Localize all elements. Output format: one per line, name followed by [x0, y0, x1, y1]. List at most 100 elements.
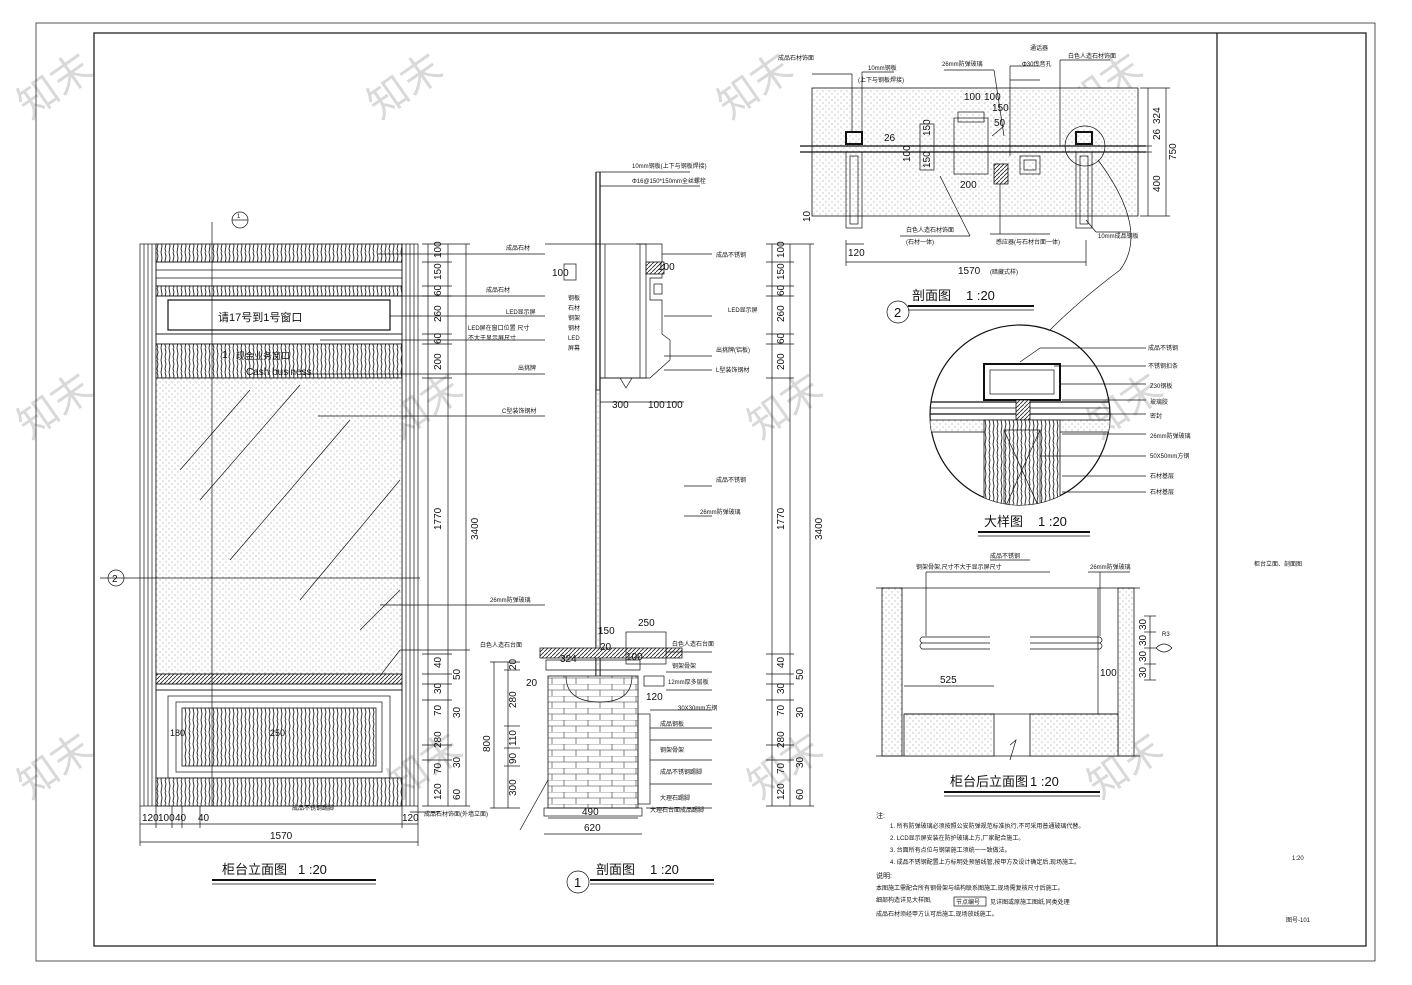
section-2-circle — [886, 300, 910, 324]
label-stone: 成品石材 — [486, 286, 510, 294]
section-marker-2 — [107, 569, 125, 587]
sec1-dim-20: 20 — [600, 642, 612, 653]
bulletproof-glass — [155, 377, 403, 675]
sec2-label-stone: 成品石材饰面 — [778, 54, 814, 62]
sec2-dim-100c: 100 — [902, 145, 913, 162]
sec2-dim-324: 324 — [1152, 107, 1163, 124]
sec1-left-dim-110: 110 — [508, 730, 519, 746]
note-3: 3. 台面所有点位与钢架施工须统一一致做法。 — [890, 846, 1011, 854]
sec1-label-frame2: 钢架骨架 — [660, 746, 684, 754]
sec1-dim-r-280: 280 — [776, 731, 787, 748]
sec1-dim-r-70: 70 — [776, 704, 787, 716]
front-dim2-30: 30 — [452, 706, 463, 718]
sec2-dim-400: 400 — [1152, 175, 1163, 192]
label-c-steel: C型装饰钢材 — [502, 407, 536, 415]
front-inner-dim-180: 180 — [170, 728, 185, 738]
front-bottom-dim-40b: 40 — [198, 813, 210, 824]
section-1-title: 剖面图 — [596, 862, 635, 877]
front-dim2-30b: 30 — [452, 756, 463, 768]
sec1-left-total-800: 800 — [482, 735, 493, 752]
sec1-upper-dim-100d: 100 — [658, 262, 675, 273]
sec1-dim-r-40: 40 — [776, 656, 787, 668]
sec2-label-steel-note: (上下与钢板焊接) — [858, 76, 904, 84]
cash-window-cn: 现金业务窗口 — [236, 350, 290, 361]
sec2-dim-50: 50 — [994, 118, 1006, 129]
watermark: 知末 — [9, 365, 101, 449]
watermark: 知末 — [359, 45, 451, 129]
front-bottom-dim-120: 120 — [142, 813, 159, 824]
section-1: 10mm钢板(上下与钢板焊接) Φ16@150*150mm全丝螺栓 钢板 石材 … — [482, 162, 825, 894]
front-dim-200: 200 — [433, 353, 444, 370]
rear-r-mark: R3 — [1162, 632, 1170, 638]
sec2-dim-100b: 100 — [984, 92, 1001, 103]
drawing-name: 柜台立面、剖面图 — [1254, 560, 1302, 568]
detail-label-3: Z30钢板 — [1150, 382, 1172, 390]
title-block: 柜台立面、剖面图 1:20 图号-101 — [1254, 560, 1311, 924]
detail-title: 大样图 — [984, 514, 1023, 529]
note-boxed-after: 见详图或原施工图纸,同类处理 — [990, 898, 1070, 906]
label-sign: 出挑牌 — [518, 364, 536, 372]
label-led: LED显示屏 — [506, 309, 536, 316]
label-led-pos: LED屏在窗口位置 尺寸 — [468, 324, 529, 332]
detail-scale: 1 :20 — [1038, 514, 1067, 529]
front-bottom-dim-120b: 120 — [402, 813, 419, 824]
front-elevation-title: 柜台立面图 — [222, 862, 287, 877]
sec1-dim-100: 100 — [626, 652, 643, 663]
section-1-scale: 1 :20 — [650, 862, 679, 877]
sec2-label-steel: 10mm钢板 — [868, 64, 897, 72]
sec2-dim-10: 10 — [802, 210, 813, 222]
outer-border — [35, 22, 1376, 962]
sec1-dim-r-70b: 70 — [776, 762, 787, 774]
sec2-dim-150a: 150 — [922, 151, 933, 168]
detail-label-6: 26mm防弹玻璃 — [1150, 432, 1191, 440]
sec1-left-note-3: 钢架 — [568, 314, 580, 322]
sec1-dim-r-260: 260 — [776, 305, 787, 322]
sec2-dim-26b: 26 — [1152, 128, 1163, 140]
sec1-left-dim-300: 300 — [508, 779, 519, 796]
section-2-scale: 1 :20 — [966, 288, 995, 303]
sec1-dim-r2-50: 50 — [795, 668, 806, 680]
sec2-dim-200: 200 — [960, 180, 977, 191]
rear-elevation-scale: 1 :20 — [1030, 774, 1059, 789]
front-dim-120: 120 — [433, 783, 444, 800]
section-2: 100 100 150 50 200 26 150 150 100 成品石材饰面… — [778, 44, 1179, 331]
sec1-left-dim-20: 20 — [508, 658, 519, 670]
watermark: 知末 — [9, 725, 101, 809]
front-dim-60b: 60 — [433, 332, 444, 344]
sec1-dim-r2-30b: 30 — [795, 756, 806, 768]
sec2-dim-26: 26 — [884, 133, 896, 144]
watermark: 知末 — [9, 45, 101, 129]
sec1-left-note-4: 钢材 — [568, 324, 580, 332]
sec1-upper-dim-300: 300 — [612, 400, 629, 411]
section-marker-2-text: 2 — [112, 574, 118, 585]
section-marker-1-text: 1 — [237, 214, 241, 220]
sec2-label-white-stone: 白色人造石材饰面 — [1068, 52, 1116, 60]
sec1-label-plywood: 12mm厚多层板 — [668, 678, 709, 686]
sec1-bottom-dim-620: 620 — [584, 823, 601, 834]
sec1-left-note-1: 钢板 — [568, 294, 580, 302]
sec1-label-square-steel: 30X30mm方钢 — [678, 704, 717, 712]
detail-label-7: 50X50mm方钢 — [1150, 452, 1189, 460]
drawing-number: 图号-101 — [1286, 917, 1311, 924]
sec1-dim-150: 150 — [598, 626, 615, 637]
sec1-label-glass: 26mm防弹玻璃 — [700, 508, 741, 516]
window-sign-text: 请17号到1号窗口 — [218, 310, 302, 324]
note2-1: 本图施工需配合所有钢骨架与结构联系图施工,现场需复核尺寸后施工。 — [876, 884, 1064, 892]
cash-window-en: Cash business — [246, 367, 312, 378]
sec1-upper-dim-100: 100 — [552, 268, 569, 279]
sec1-label-kick: 成品不锈钢踢脚 — [660, 768, 702, 776]
detail-label-4: 玻璃胶 — [1150, 398, 1168, 406]
sec1-dim-r-200: 200 — [776, 353, 787, 370]
rear-dim-30c: 30 — [1138, 650, 1149, 662]
sec1-label-marble-kick: 大理石踢脚 — [660, 794, 690, 802]
section-1-number: 1 — [574, 875, 581, 890]
sec1-dim-120: 120 — [646, 692, 663, 703]
sec1-dim-r-60: 60 — [776, 284, 787, 296]
sec1-dim-r-1770: 1770 — [776, 507, 787, 530]
rear-dim-100: 100 — [1100, 668, 1117, 679]
front-dim-30: 30 — [433, 682, 444, 694]
inner-border — [93, 32, 1367, 947]
sec2-label-intercom: 通话器 — [1030, 44, 1048, 52]
detail-label-2: 不锈钢扣条 — [1148, 362, 1178, 370]
